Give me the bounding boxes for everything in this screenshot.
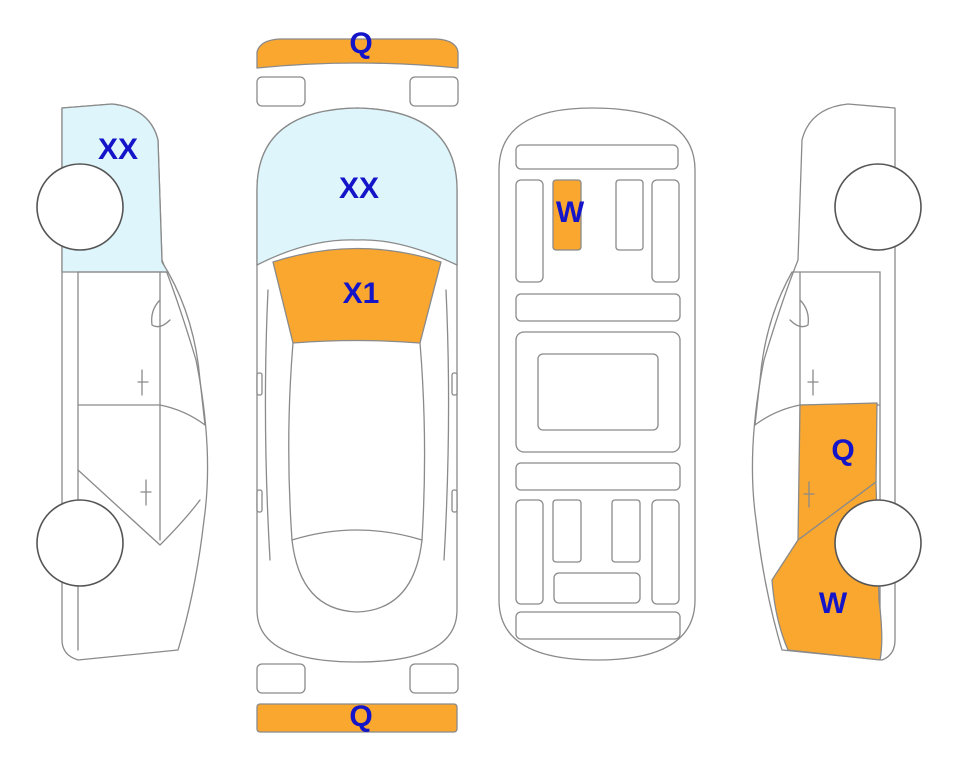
underbody-panel-label: W (556, 196, 585, 229)
front-bumper-damage (256, 38, 459, 69)
right-rear-wheel (834, 499, 922, 587)
damage-labels: Q XX X1 Q XX W Q W (98, 27, 855, 733)
rear-bumper-label: Q (349, 700, 372, 733)
left-front-wheel (36, 163, 124, 251)
hood-damage (272, 247, 442, 344)
rear-bumper-damage (256, 703, 458, 733)
underbody-view (498, 107, 696, 661)
left-side-front-label: XX (98, 133, 138, 166)
windshield-glass (256, 107, 458, 267)
front-bumper-label: Q (349, 27, 372, 60)
top-view (256, 38, 459, 733)
right-rear-quarter-label: W (819, 587, 848, 620)
left-rear-wheel (36, 499, 124, 587)
windshield-label: XX (339, 172, 379, 205)
left-side-view (36, 103, 209, 661)
right-side-view (751, 103, 922, 661)
right-rear-door-label: Q (831, 434, 854, 467)
hood-label: X1 (343, 277, 380, 310)
right-front-wheel (834, 163, 922, 251)
underbody-damage-panel (552, 179, 582, 251)
